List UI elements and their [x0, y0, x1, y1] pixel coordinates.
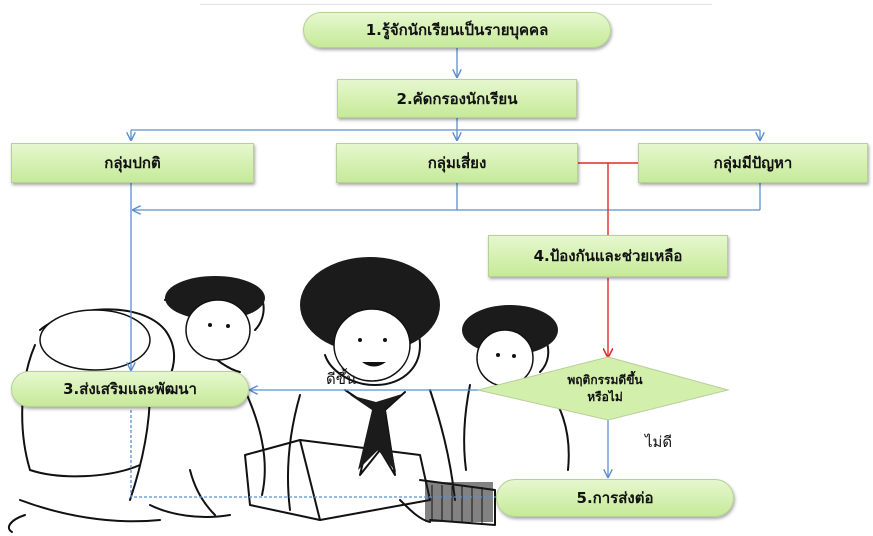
node-problem-group: กลุ่มมีปัญหา	[638, 143, 868, 183]
decision-text: พฤติกรรมดีขึ้น หรือไม่	[530, 372, 680, 406]
decision-line-1: พฤติกรรมดีขึ้น	[567, 373, 643, 387]
edge-label-not-good: ไม่ดี	[645, 433, 673, 451]
top-divider	[200, 4, 712, 5]
node-normal-group: กลุ่มปกติ	[11, 143, 254, 183]
edge-label-better: ดีขึ้น	[326, 370, 357, 388]
node-refer: 5.การส่งต่อ	[496, 479, 734, 517]
decision-diamond	[477, 356, 730, 421]
node-know-students-individually: 1.รู้จักนักเรียนเป็นรายบุคคล	[303, 12, 611, 48]
node-screen-students: 2.คัดกรองนักเรียน	[337, 79, 577, 118]
decision-line-2: หรือไม่	[587, 390, 623, 404]
node-prevent-and-help: 4.ป้องกันและช่วยเหลือ	[488, 235, 728, 277]
node-promote-and-develop: 3.ส่งเสริมและพัฒนา	[11, 371, 249, 407]
node-risk-group: กลุ่มเสี่ยง	[336, 143, 578, 183]
